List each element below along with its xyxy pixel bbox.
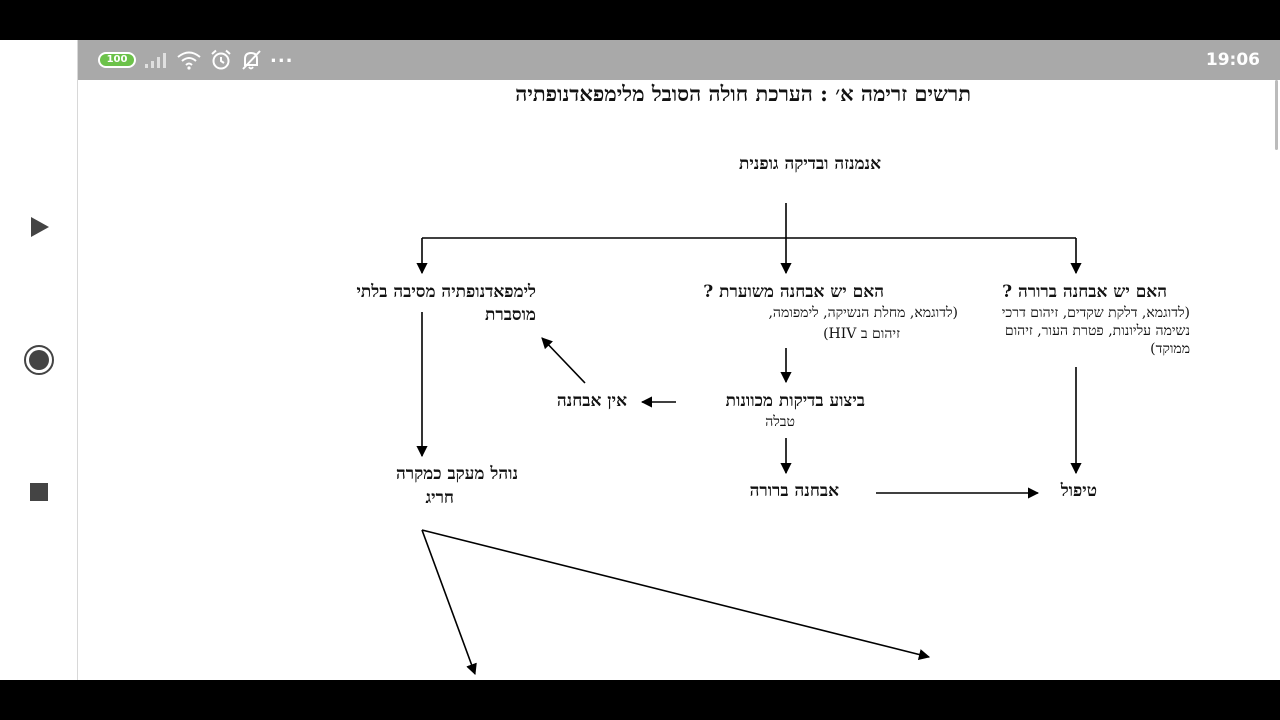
node-clear-dx-example-3: ממוקד) <box>1150 341 1190 357</box>
node-unexplained-line-1: לימפאדנופתיה מסיבה בלתי <box>356 282 536 302</box>
emulator-nav-panel <box>0 40 78 680</box>
pdf-page[interactable]: תרשים זרימה א׳ : הערכת חולה הסובל מלימפא… <box>78 80 1280 680</box>
node-suspected-dx-title: האם יש אבחנה משוערת ? <box>703 282 884 302</box>
play-icon <box>31 217 49 237</box>
node-treatment: טיפול <box>1060 481 1097 501</box>
node-no-dx: אין אבחנה <box>556 391 627 411</box>
status-bar: 100 ... <box>78 40 1280 80</box>
battery-icon: 100 <box>98 52 136 68</box>
battery-level: 100 <box>100 54 134 66</box>
flowchart-arrows <box>416 203 1082 676</box>
status-clock: 19:06 <box>1205 50 1260 70</box>
play-button[interactable] <box>20 208 58 246</box>
record-button[interactable] <box>20 341 58 379</box>
page-title: תרשים זרימה א׳ : הערכת חולה הסובל מלימפא… <box>515 81 971 106</box>
node-clear-dx-title: האם יש אבחנה ברורה ? <box>1002 282 1167 302</box>
node-clear-dx-example-2: נשימה עליונות, פטרת העור, זיהום <box>1004 323 1190 339</box>
wifi-icon <box>177 51 201 70</box>
notifications-off-icon <box>242 50 261 70</box>
node-targeted-tests: ביצוע בדיקות מכוונות <box>725 391 865 411</box>
scrollbar[interactable] <box>1275 80 1278 150</box>
node-suspected-dx-example-2: זיהום ב HIV) <box>823 326 900 342</box>
node-followup-line-2: חריג <box>425 488 454 508</box>
node-followup-line-1: נוהל מעקב כמקרה <box>395 464 518 484</box>
node-history-exam: אנמנזה ובדיקה גופנית <box>738 154 881 174</box>
stop-button[interactable] <box>20 473 58 511</box>
node-suspected-dx-example-1: (לדוגמא, מחלת הנשיקה, לימפומה, <box>768 305 958 321</box>
node-unexplained-line-2: מוסברת <box>484 305 536 325</box>
stop-icon <box>30 483 48 501</box>
node-clear-dx-result: אבחנה ברורה <box>749 481 839 501</box>
node-clear-dx-example-1: (לדוגמא, דלקת שקדים, זיהום דרכי <box>1001 305 1190 321</box>
signal-icon <box>145 53 166 68</box>
node-targeted-tests-note: טבלה <box>765 414 795 430</box>
alarm-icon <box>211 49 231 70</box>
more-indicator: ... <box>270 45 294 67</box>
record-icon <box>24 345 54 375</box>
